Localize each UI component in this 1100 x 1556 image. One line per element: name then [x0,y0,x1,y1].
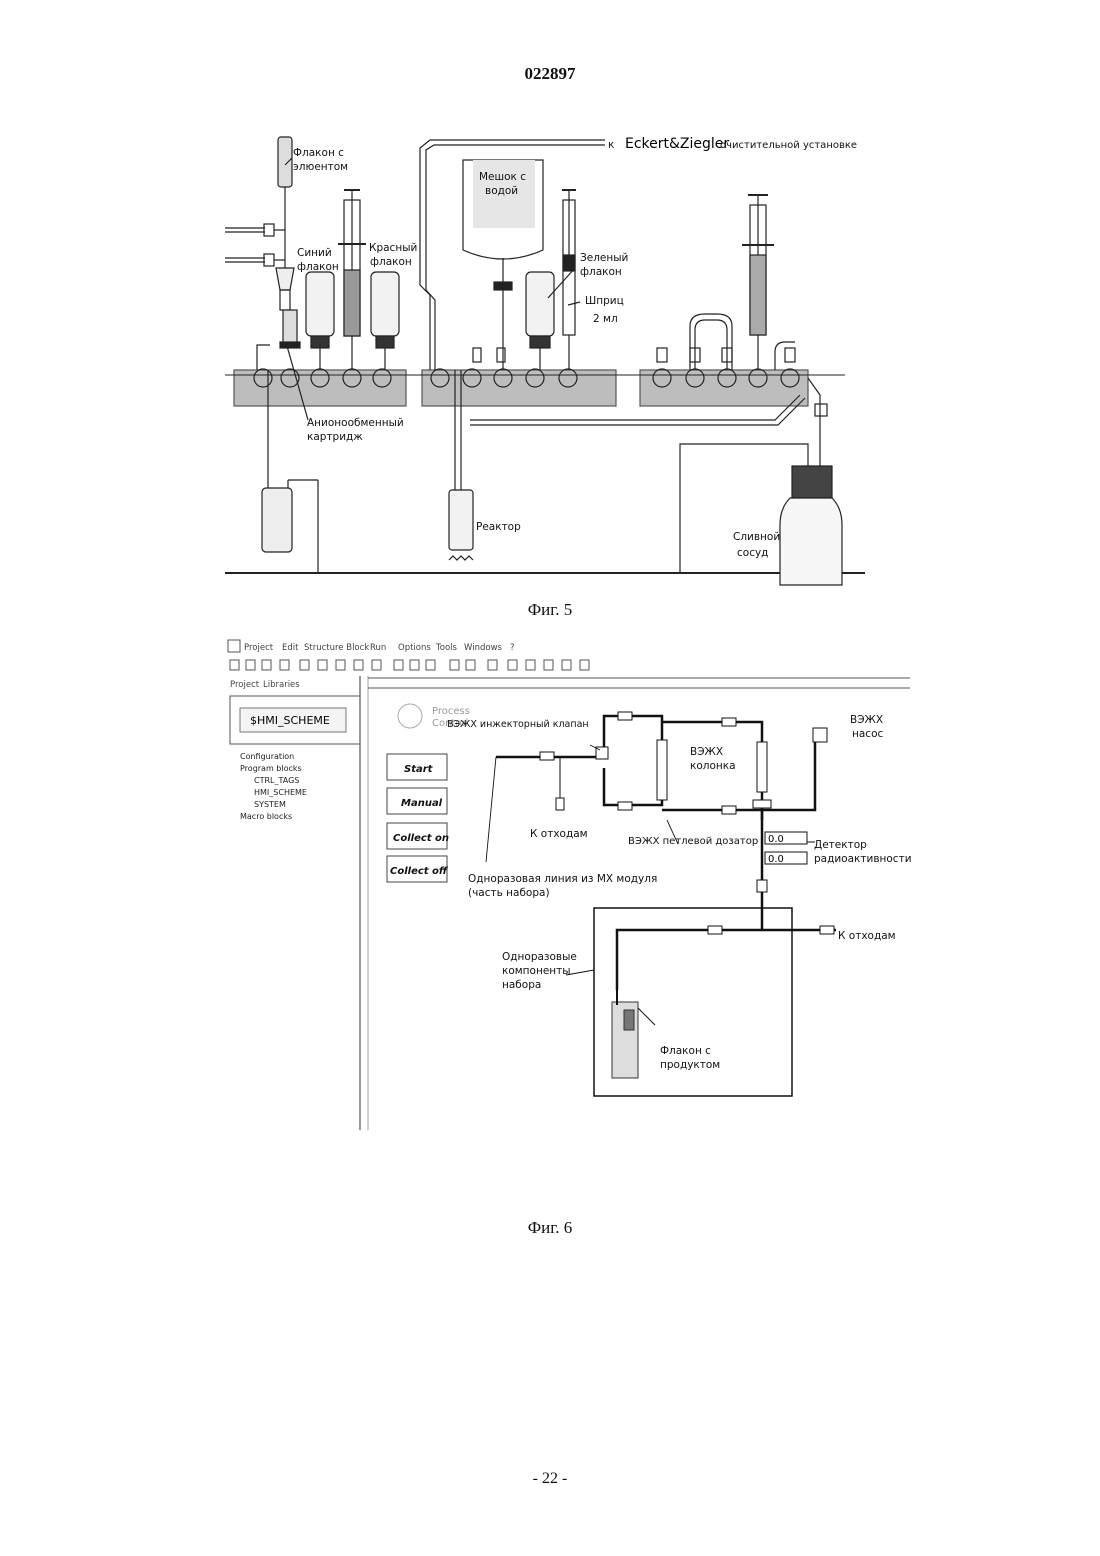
app-icon [228,640,240,652]
scheme-preview-label: $HMI_SCHEME [250,714,330,727]
components-label-2: компоненты [502,965,571,977]
pump-label-2: насос [852,728,883,740]
loop-dosator-label: ВЭЖХ петлевой дозатор [628,836,758,847]
cartridge-label-1: Анионообменный [307,417,404,429]
water-bag-label-1: Мешок с [479,171,526,183]
green-vial-label-2: флакон [580,266,622,278]
tree-program-blocks[interactable]: Program blocks [240,764,302,773]
figure-6-screenshot: Project Edit Structure Block Run Options… [0,630,1100,1150]
detector-value-2: 0.0 [768,854,784,865]
menu-edit[interactable]: Edit [282,643,299,653]
menu-help[interactable]: ? [510,643,515,653]
single-line-label-2: (часть набора) [468,887,550,899]
collect-on-button-label: Collect on [393,833,449,844]
collect-off-button-label: Collect off [390,866,449,877]
syringe-label-2: 2 мл [593,313,618,325]
menu-structure-block[interactable]: Structure Block [304,643,369,653]
eluent-vial-label-2: элюентом [293,161,348,173]
column-label-2: колонка [690,760,736,772]
toolbar [230,660,589,670]
detector-value-1: 0.0 [768,834,784,845]
product-vial-label-2: продуктом [660,1059,720,1071]
tree-configuration[interactable]: Configuration [240,752,294,761]
start-button-label: Start [404,764,434,775]
water-bag-label-2: водой [485,185,518,197]
red-vial-label-1: Красный [369,242,417,254]
components-label-1: Одноразовые [502,951,577,963]
blue-vial-label-2: флакон [297,261,339,273]
tree-macro-blocks[interactable]: Macro blocks [240,812,292,821]
menu-tools[interactable]: Tools [435,643,458,653]
blue-vial-label-1: Синий [297,247,332,259]
detector-label-2: радиоактивности [814,853,912,865]
green-vial-label-1: Зеленый [580,252,628,264]
tab-project[interactable]: Project [230,680,260,690]
to-waste-label-2: К отходам [838,930,896,942]
syringe-label-1: Шприц [585,295,624,307]
menu-options[interactable]: Options [398,643,431,653]
menu-run[interactable]: Run [370,643,386,653]
figure-5-diagram: к Eckert&Ziegler очистительной установке… [0,0,1100,600]
menu-windows[interactable]: Windows [464,643,503,653]
red-vial-label-2: флакон [370,256,412,268]
single-line-label-1: Одноразовая линия из МХ модуля [468,873,657,885]
eckert-label: Eckert&Ziegler [625,136,729,152]
menu-project[interactable]: Project [244,643,274,653]
tree-hmi-scheme[interactable]: HMI_SCHEME [254,788,307,797]
injector-valve-label: ВЭЖХ инжекторный клапан [447,719,589,730]
waste-vessel-label-1: Сливной [733,531,780,543]
reactor-label: Реактор [476,521,521,533]
detector-label-1: Детектор [814,839,867,851]
product-vial-label-1: Флакон с [660,1045,711,1057]
tree-ctrl-tags[interactable]: CTRL_TAGS [254,776,299,785]
figure-5-caption: Фиг. 5 [0,600,1100,620]
page-number: - 22 - [0,1470,1100,1488]
figure-6-caption: Фиг. 6 [0,1218,1100,1238]
waste-vessel-label-2: сосуд [737,547,768,559]
cartridge-label-2: картридж [307,431,363,443]
logo-text-1: Process [432,706,470,717]
to-waste-label-1: К отходам [530,828,588,840]
tree-system[interactable]: SYSTEM [254,800,286,809]
process-control-logo-icon [398,704,422,728]
to-prefix: к [608,139,614,151]
eluent-vial-label-1: Флакон с [293,147,344,159]
manual-button-label: Manual [401,798,443,809]
column-label-1: ВЭЖХ [690,746,723,758]
components-label-3: набора [502,979,541,991]
purification-label: очистительной установке [720,140,857,151]
pump-label-1: ВЭЖХ [850,714,883,726]
tab-libraries[interactable]: Libraries [263,680,300,690]
